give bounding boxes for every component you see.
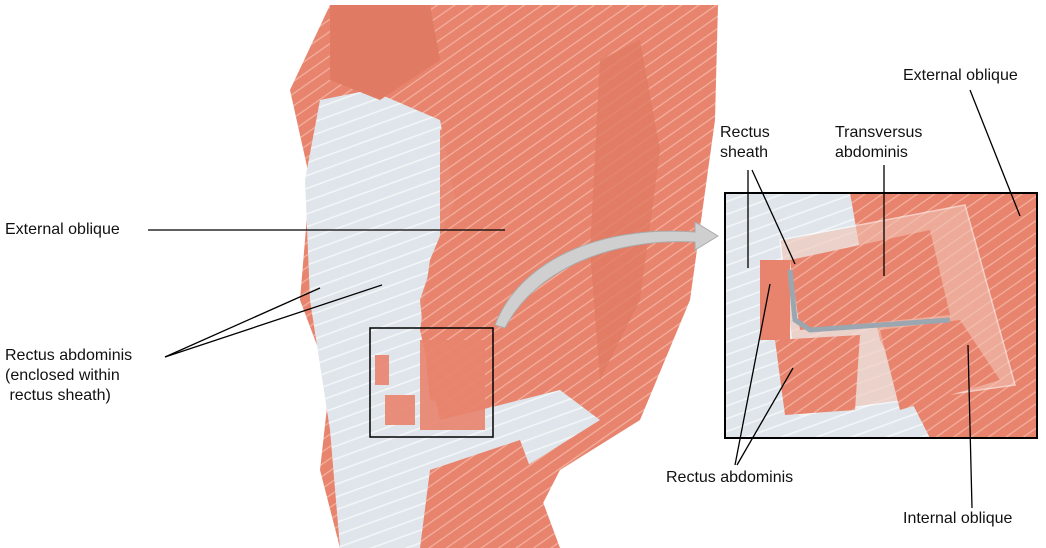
label-line: Rectus [720, 124, 770, 141]
small-cutaway [375, 340, 485, 430]
zoomed-cutaway [725, 193, 1037, 438]
label-internal-oblique: Internal oblique [903, 510, 1013, 527]
zoom-box [724, 192, 1038, 439]
magnify-arrow [494, 221, 719, 329]
label-line: Transversus [835, 124, 923, 141]
label-line: rectus sheath) [5, 387, 111, 404]
label-rectus-abdominis-bottom: Rectus abdominis [666, 469, 794, 486]
label-transversus-abdominis: Transversus abdominis [835, 123, 922, 163]
label-line: sheath [720, 144, 769, 161]
label-rectus-abdominis-left: Rectus abdominis (enclosed within rectus… [5, 346, 132, 406]
leader-lines [148, 89, 1021, 509]
label-rectus-sheath: Rectus sheath [720, 123, 770, 163]
label-external-oblique-left: External oblique [5, 221, 120, 238]
label-line: abdominis [835, 144, 908, 161]
rectus-sheath-shape [305, 90, 520, 548]
label-line: Rectus abdominis [5, 347, 133, 364]
torso-illustration [290, 5, 718, 548]
small-inset-box [369, 327, 494, 438]
label-external-oblique-right: External oblique [903, 67, 1018, 84]
label-line: (enclosed within [5, 367, 120, 384]
